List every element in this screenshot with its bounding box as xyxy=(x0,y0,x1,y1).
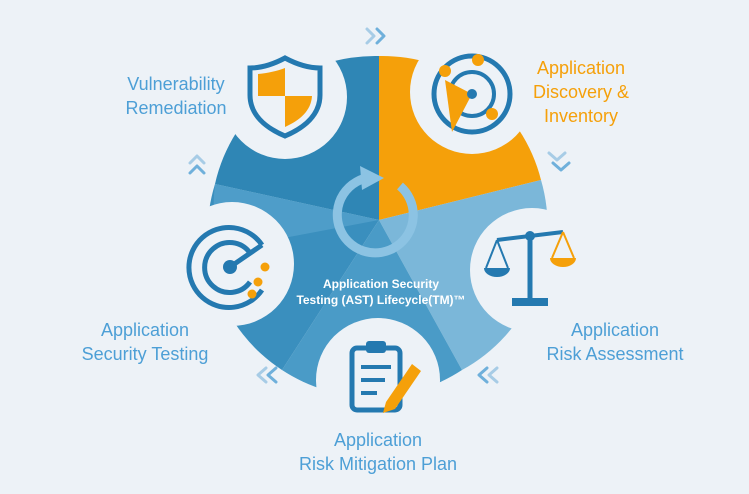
scales-icon xyxy=(484,230,576,306)
stage-label-remediation: Vulnerability Remediation xyxy=(112,72,240,120)
center-title-line2: Testing (AST) Lifecycle(TM)™ xyxy=(296,293,465,307)
stage-line: Risk Assessment xyxy=(546,344,684,364)
stage-line: Application xyxy=(570,320,660,340)
chevron-right-upper-icon xyxy=(547,151,571,172)
chevron-top-icon xyxy=(365,27,386,45)
stage-line: Application xyxy=(536,58,626,78)
stage-line: Security Testing xyxy=(81,344,209,364)
stage-line: Application xyxy=(333,430,423,450)
stage-line: Vulnerability xyxy=(127,74,225,94)
stage-line: Application xyxy=(100,320,190,340)
cycle-arrow-icon xyxy=(332,166,418,258)
stage-label-risk-assessment: Application Risk Assessment xyxy=(540,318,690,366)
clipboard-pencil-icon xyxy=(349,341,421,413)
target-scan-icon xyxy=(186,225,270,310)
stage-line: Discovery & xyxy=(532,82,630,102)
shield-icon xyxy=(247,55,323,139)
flow-chevrons xyxy=(188,27,571,384)
stage-line: Remediation xyxy=(125,98,227,118)
chevron-right-lower-icon xyxy=(477,366,499,384)
stage-line: Inventory xyxy=(543,106,619,126)
stage-label-discovery: Application Discovery & Inventory xyxy=(526,56,636,128)
chevron-left-lower-icon xyxy=(256,366,278,384)
center-title-line1: Application Security xyxy=(323,277,439,291)
stage-label-mitigation: Application Risk Mitigation Plan xyxy=(288,428,468,476)
stage-label-testing: Application Security Testing xyxy=(70,318,220,366)
stage-line: Risk Mitigation Plan xyxy=(298,454,458,474)
radar-icon xyxy=(431,53,513,135)
chevron-left-upper-icon xyxy=(188,154,206,175)
